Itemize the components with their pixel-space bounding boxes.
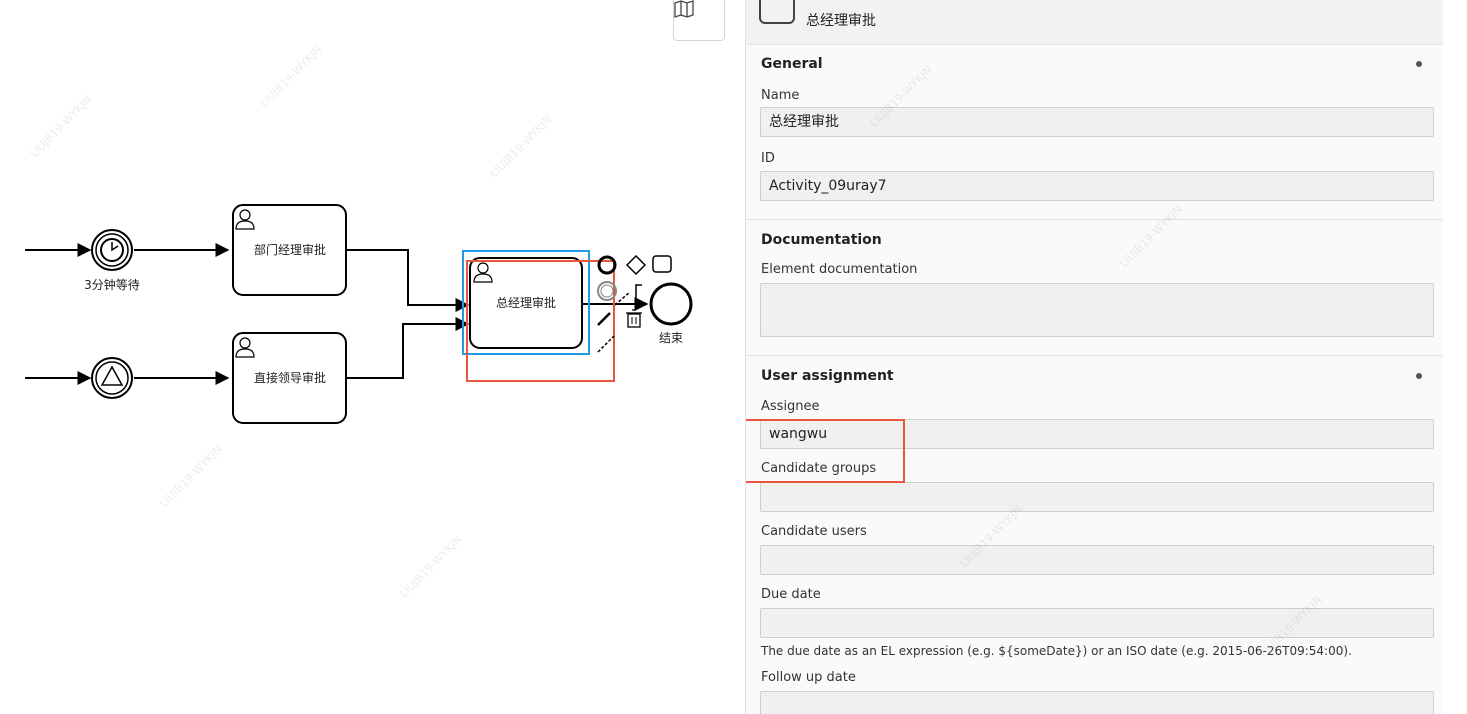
timer-event-label: 3分钟等待 — [84, 277, 140, 292]
append-intermediate-event-icon[interactable] — [597, 281, 617, 301]
assignee-input[interactable]: wangwu — [760, 419, 1434, 449]
follow-up-date-input[interactable] — [760, 691, 1434, 714]
task-type-icon — [759, 0, 795, 24]
end-event-label: 结束 — [659, 331, 683, 345]
candidate-users-label: Candidate users — [761, 524, 867, 539]
task-label-dept-manager: 部门经理审批 — [254, 242, 326, 257]
divider — [746, 355, 1444, 356]
user-task-general-manager[interactable] — [469, 257, 583, 349]
clock-icon — [100, 238, 124, 262]
name-input[interactable]: 总经理审批 — [760, 107, 1434, 137]
name-label: Name — [761, 88, 800, 103]
due-date-hint: The due date as an EL expression (e.g. $… — [761, 644, 1352, 658]
append-end-event-icon[interactable] — [597, 255, 617, 275]
bpmn-canvas[interactable]: 3分钟等待 部门经理审批 直接领导审批 — [0, 0, 745, 714]
follow-up-date-label: Follow up date — [761, 670, 856, 685]
task-label-general-manager: 总经理审批 — [496, 295, 556, 310]
element-documentation-textarea[interactable] — [760, 283, 1434, 337]
sequence-flow[interactable] — [346, 317, 470, 379]
candidate-users-input[interactable] — [760, 545, 1434, 575]
properties-panel: 总经理审批 General Name 总经理审批 ID Activity_09u… — [745, 0, 1444, 714]
text-annotation-icon[interactable] — [614, 291, 631, 306]
map-icon — [674, 0, 694, 18]
minimap-toggle-button[interactable] — [673, 0, 725, 41]
panel-header: 总经理审批 — [746, 0, 1444, 45]
end-event[interactable] — [649, 282, 693, 326]
sequence-flow[interactable] — [346, 249, 470, 312]
divider — [746, 219, 1444, 220]
append-gateway-icon[interactable] — [625, 254, 647, 276]
context-pad[interactable] — [597, 254, 672, 353]
append-task-icon[interactable] — [652, 255, 672, 273]
highlight-box — [746, 419, 905, 483]
bpmn-diagram[interactable]: 3分钟等待 部门经理审批 直接领导审批 — [0, 0, 745, 714]
section-general[interactable]: General Name 总经理审批 ID Activity_09uray7 — [746, 44, 1444, 219]
due-date-label: Due date — [761, 587, 821, 602]
section-user-assignment[interactable]: User assignment Assignee wangwu Candidat… — [746, 356, 1444, 714]
change-type-icon[interactable] — [597, 312, 611, 326]
user-icon — [235, 209, 255, 230]
user-icon — [473, 262, 493, 283]
section-title-general[interactable]: General — [761, 56, 823, 72]
candidate-groups-input[interactable] — [760, 482, 1434, 512]
section-documentation[interactable]: Documentation Element documentation — [746, 220, 1444, 355]
selection-outline — [462, 250, 590, 355]
id-label: ID — [761, 151, 775, 166]
connect-icon[interactable] — [597, 335, 615, 353]
due-date-input[interactable] — [760, 608, 1434, 638]
triangle-icon — [100, 365, 124, 386]
id-input[interactable]: Activity_09uray7 — [760, 171, 1434, 201]
section-title-documentation[interactable]: Documentation — [761, 232, 882, 248]
element-documentation-label: Element documentation — [761, 262, 918, 277]
panel-header-title: 总经理审批 — [806, 13, 876, 29]
user-task-direct-leader[interactable] — [232, 332, 347, 424]
section-indicator-dot — [1416, 61, 1422, 67]
timer-event[interactable] — [91, 229, 133, 271]
assignee-label: Assignee — [761, 399, 820, 414]
scroll-edge — [1443, 0, 1467, 714]
user-icon — [235, 337, 255, 358]
section-title-user-assignment[interactable]: User assignment — [761, 368, 894, 384]
section-indicator-dot — [1416, 373, 1422, 379]
highlight-box — [466, 260, 615, 382]
candidate-groups-label: Candidate groups — [761, 461, 877, 476]
signal-event[interactable] — [91, 357, 133, 399]
trash-icon[interactable] — [626, 309, 642, 328]
user-task-dept-manager[interactable] — [232, 204, 347, 296]
task-label-direct-leader: 直接领导审批 — [254, 370, 326, 385]
